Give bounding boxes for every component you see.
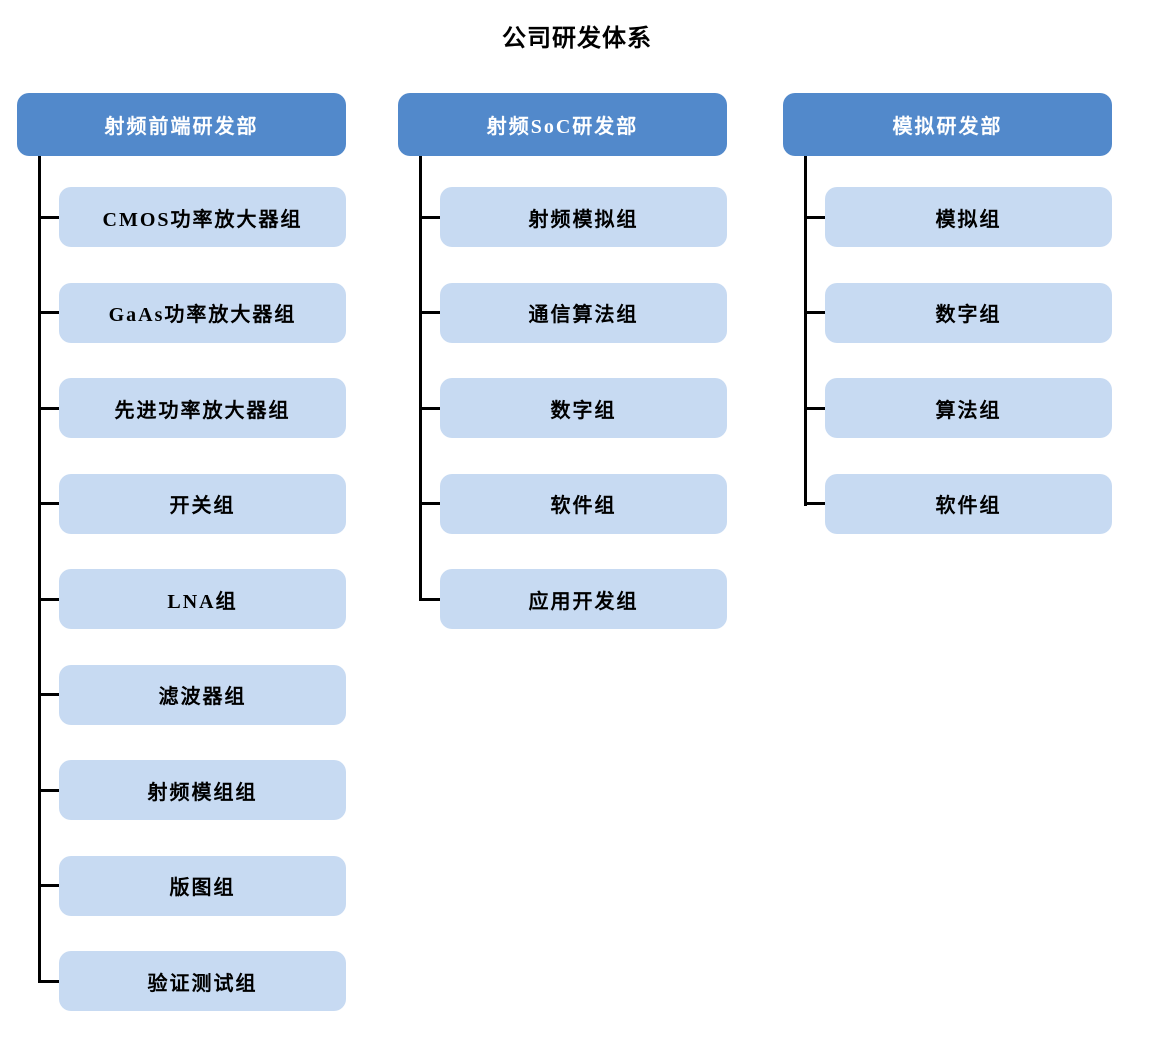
group-node-row: CMOS功率放大器组 xyxy=(38,187,346,247)
connector-horizontal-line xyxy=(38,884,59,887)
group-node: 数字组 xyxy=(440,378,727,438)
group-node: 版图组 xyxy=(59,855,346,916)
connector-vertical-line xyxy=(804,156,807,506)
group-node-row: 软件组 xyxy=(804,473,1112,534)
group-node: GaAs功率放大器组 xyxy=(59,282,346,343)
connector-horizontal-line xyxy=(38,979,59,983)
group-list: 射频模拟组 通信算法组 数字组 软件组 xyxy=(419,156,727,629)
connector-horizontal-line xyxy=(38,597,59,601)
group-node: 算法组 xyxy=(825,378,1112,438)
group-node-row: 软件组 xyxy=(419,473,727,534)
connector-vertical-line xyxy=(419,156,422,601)
connector-horizontal-line xyxy=(38,311,59,314)
connector-horizontal-line xyxy=(419,215,440,219)
connector-horizontal-line xyxy=(38,788,59,792)
group-node-row: 验证测试组 xyxy=(38,951,346,1011)
group-node-row: 版图组 xyxy=(38,855,346,916)
group-node-row: 射频模拟组 xyxy=(419,187,727,247)
group-node-row: 开关组 xyxy=(38,473,346,534)
group-node-row: 数字组 xyxy=(419,378,727,438)
connector-horizontal-line xyxy=(419,311,440,314)
group-node: 滤波器组 xyxy=(59,664,346,725)
group-node-row: 通信算法组 xyxy=(419,282,727,343)
group-node: 通信算法组 xyxy=(440,282,727,343)
group-node: 射频模拟组 xyxy=(440,187,727,247)
group-node: 模拟组 xyxy=(825,187,1112,247)
group-node: 开关组 xyxy=(59,473,346,534)
group-list: 模拟组 数字组 算法组 软件组 xyxy=(804,156,1112,534)
group-node-row: 应用开发组 xyxy=(419,569,727,629)
connector-horizontal-line xyxy=(38,215,59,219)
department-header: 射频SoC研发部 xyxy=(398,93,727,156)
group-list: CMOS功率放大器组 GaAs功率放大器组 先进功率放大器组 开关组 xyxy=(38,156,346,1011)
department-header: 模拟研发部 xyxy=(783,93,1112,156)
group-node-row: 算法组 xyxy=(804,378,1112,438)
department-column-rf-frontend: 射频前端研发部 CMOS功率放大器组 GaAs功率放大器组 先进功率放大器组 xyxy=(17,93,346,1011)
group-node: LNA组 xyxy=(59,569,346,629)
group-node-row: GaAs功率放大器组 xyxy=(38,282,346,343)
group-node-row: 滤波器组 xyxy=(38,664,346,725)
group-node: 软件组 xyxy=(825,473,1112,534)
connector-vertical-line xyxy=(38,156,41,983)
group-node: 数字组 xyxy=(825,282,1112,343)
group-node-row: 射频模组组 xyxy=(38,760,346,820)
connector-horizontal-line xyxy=(419,502,440,505)
connector-horizontal-line xyxy=(38,693,59,696)
group-node-row: LNA组 xyxy=(38,569,346,629)
connector-horizontal-line xyxy=(804,311,825,314)
group-node-row: 模拟组 xyxy=(804,187,1112,247)
connector-horizontal-line xyxy=(38,406,59,410)
connector-horizontal-line xyxy=(38,502,59,505)
group-node: 软件组 xyxy=(440,473,727,534)
connector-horizontal-line xyxy=(804,406,825,410)
page-title: 公司研发体系 xyxy=(502,26,652,52)
connector-horizontal-line xyxy=(804,215,825,219)
group-node: 应用开发组 xyxy=(440,569,727,629)
group-node: CMOS功率放大器组 xyxy=(59,187,346,247)
connector-horizontal-line xyxy=(804,502,825,505)
connector-horizontal-line xyxy=(419,597,440,601)
group-node: 验证测试组 xyxy=(59,951,346,1011)
group-node-row: 先进功率放大器组 xyxy=(38,378,346,438)
group-node: 先进功率放大器组 xyxy=(59,378,346,438)
group-node-row: 数字组 xyxy=(804,282,1112,343)
connector-horizontal-line xyxy=(419,406,440,410)
department-column-analog: 模拟研发部 模拟组 数字组 算法组 xyxy=(783,93,1112,534)
department-header: 射频前端研发部 xyxy=(17,93,346,156)
department-column-rf-soc: 射频SoC研发部 射频模拟组 通信算法组 数字组 xyxy=(398,93,727,629)
group-node: 射频模组组 xyxy=(59,760,346,820)
